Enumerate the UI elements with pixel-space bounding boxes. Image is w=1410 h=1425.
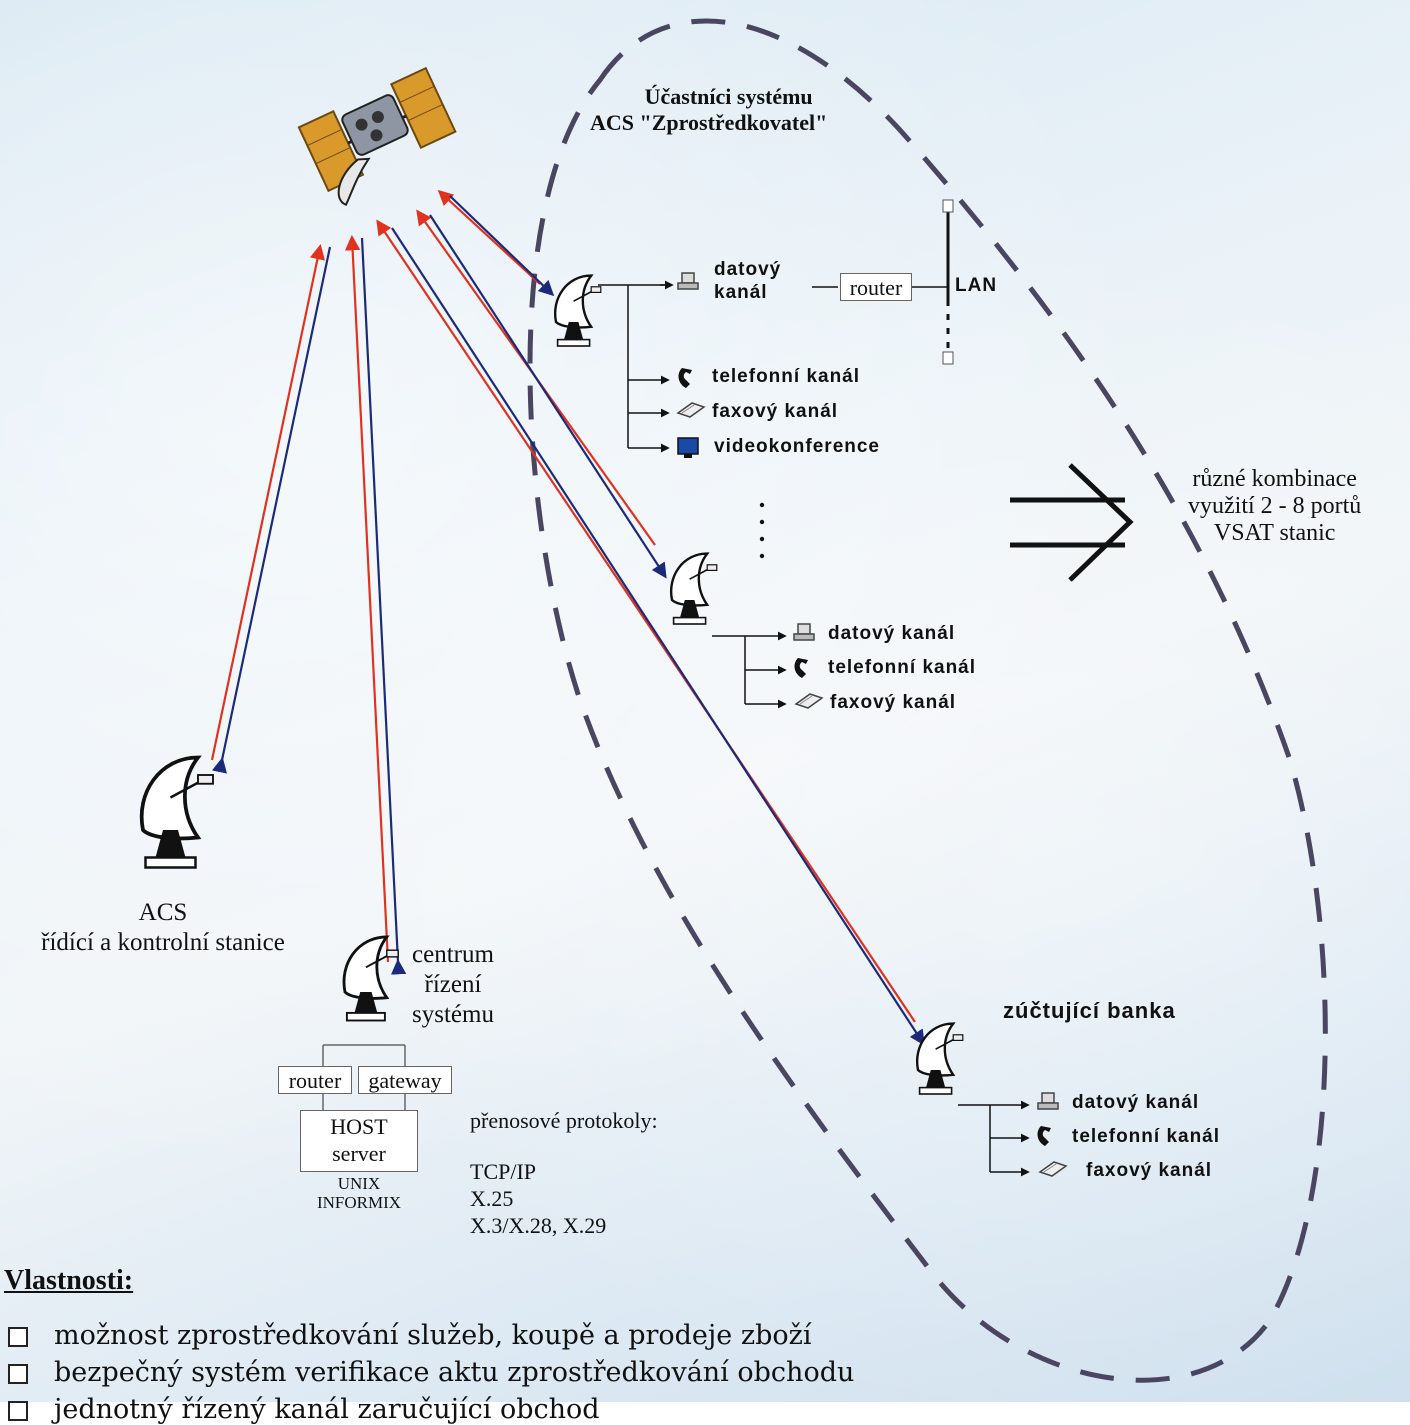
fax-icon (677, 402, 705, 418)
vsat1-data-channel-label: datový kanál (714, 259, 782, 303)
protocols-list: TCP/IP X.25 X.3/X.28, X.29 (470, 1158, 606, 1239)
properties-heading: Vlastnosti: (4, 1265, 134, 1296)
vsat2-channel-tree (712, 631, 787, 709)
bank-fax-label: faxový kanál (1086, 1160, 1213, 1181)
bank-title: zúčtující banka (1003, 998, 1176, 1023)
combinations-label: různé kombinace využití 2 - 8 portů VSAT… (1188, 466, 1362, 546)
lan-label: LAN (955, 275, 998, 296)
property-item: možnost zprostředkování služeb, koupě a … (8, 1320, 811, 1351)
fax-icon (1039, 1161, 1067, 1177)
host-server-box: HOST server (300, 1110, 418, 1172)
center-connections (322, 1044, 406, 1110)
satellite-icon (297, 66, 457, 206)
combinations-arrow-icon (1010, 463, 1134, 582)
monitor-icon (677, 437, 699, 458)
phone-icon (1037, 1126, 1051, 1146)
acs-dish-icon (139, 755, 215, 870)
vsat1-router-box: router (840, 273, 912, 301)
acs-station-label: ACS řídící a kontrolní stanice (41, 899, 285, 956)
center-dish-icon (342, 935, 400, 1022)
downlink-vsat1 (449, 195, 555, 297)
computer-icon (793, 623, 815, 641)
downlink-acs (211, 246, 332, 774)
center-gateway-box: gateway (358, 1066, 452, 1094)
protocol-item: TCP/IP (470, 1159, 537, 1184)
protocols-heading: přenosové protokoly: (470, 1108, 658, 1133)
protocol-item: X.3/X.28, X.29 (470, 1213, 607, 1238)
bank-channel-tree (958, 1100, 1030, 1177)
participants-boundary (527, 18, 1328, 1383)
bank-telephone-label: telefonní kanál (1072, 1126, 1221, 1147)
host-os-label: UNIX INFORMIX (316, 1174, 402, 1212)
computer-icon (677, 272, 699, 290)
vsat1-dish-icon (553, 274, 602, 348)
property-item: bezpečný systém verifikace aktu zprostře… (8, 1357, 854, 1388)
computer-icon (1037, 1092, 1059, 1110)
downlink-bank (391, 227, 925, 1046)
fax-icon (795, 693, 823, 709)
bank-dish-icon (915, 1022, 964, 1096)
downlink-center (360, 237, 407, 975)
phone-icon (678, 368, 692, 388)
participants-title: Účastníci systému ACS "Zprostředkovatel" (590, 84, 828, 135)
protocol-item: X.25 (470, 1186, 514, 1211)
uplink-bank (376, 219, 916, 1023)
vsat2-dish-icon (669, 552, 718, 626)
checkbox-icon (8, 1363, 28, 1384)
uplink-vsat1 (437, 189, 541, 285)
checkbox-icon (8, 1326, 28, 1347)
phone-icon (794, 658, 808, 678)
ellipsis-dots (759, 502, 765, 559)
vsat2-telephone-label: telefonní kanál (828, 657, 977, 678)
vsat1-telephone-label: telefonní kanál (712, 366, 861, 387)
center-router-box: router (278, 1066, 352, 1094)
vsat2-fax-label: faxový kanál (830, 692, 957, 713)
control-center-label: centrum řízení systému (412, 941, 494, 1028)
property-item: jednotný řízený kanál zaručující obchod (8, 1394, 600, 1425)
vsat1-channel-tree (598, 280, 948, 453)
vsat2-data-label: datový kanál (828, 623, 956, 644)
downlink-vsat2 (429, 214, 667, 579)
vsat1-video-label: videokonference (714, 436, 880, 457)
uplink-center (344, 234, 390, 963)
checkbox-icon (8, 1400, 28, 1421)
bank-data-label: datový kanál (1072, 1092, 1200, 1113)
uplink-acs (210, 243, 325, 761)
vsat1-fax-label: faxový kanál (712, 401, 839, 422)
